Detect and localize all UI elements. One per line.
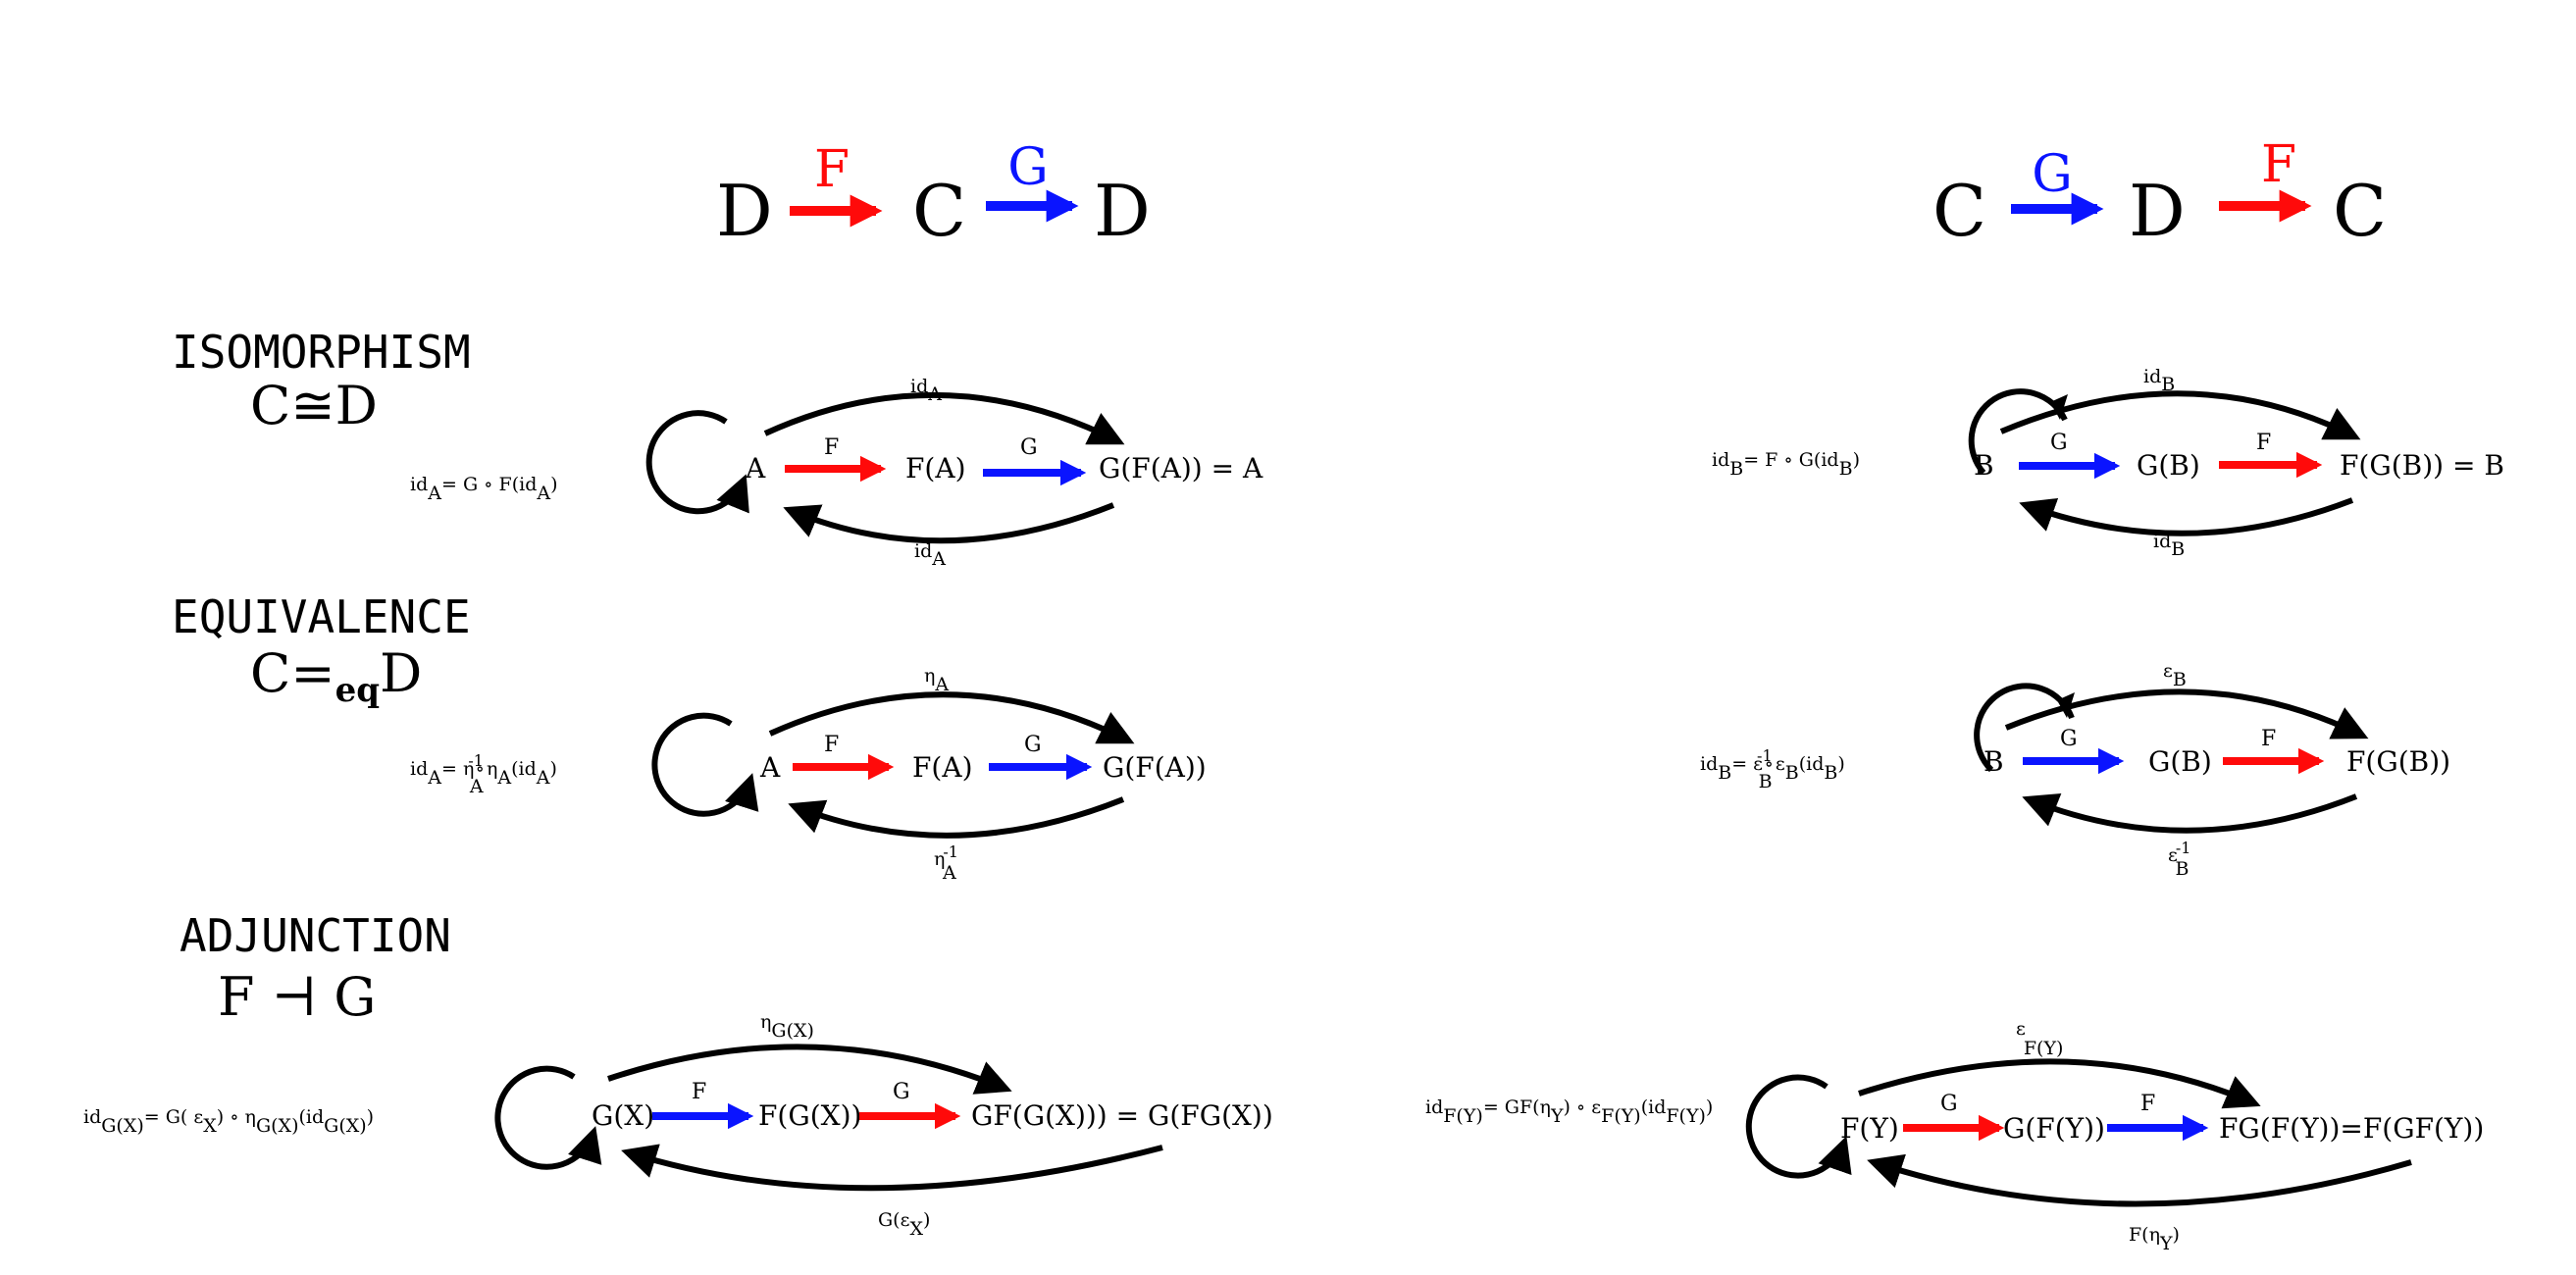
- iso-right-label-f: F: [2256, 431, 2271, 455]
- adj-right-bottom-label: F(ηY): [2129, 1224, 2180, 1254]
- iso-right-law: idB= F ∘ G(idB): [1712, 449, 1860, 480]
- eq-left-top-arc: [768, 691, 1135, 744]
- adj-right-label-f: F: [2140, 1092, 2155, 1116]
- adj-left-identity-loop: [494, 1065, 602, 1170]
- eq-right-identity-loop: [1974, 683, 2075, 773]
- iso-left-object-fa: F(A): [905, 452, 966, 484]
- iso-left-label-g: G: [1020, 435, 1038, 460]
- adj-right-object-fgfy: FG(F(Y))=F(GF(Y)): [2219, 1112, 2484, 1145]
- eq-right-top-arc: [2004, 688, 2369, 740]
- header-left-label-f: F: [814, 140, 850, 199]
- eq-left-label-f: F: [824, 733, 839, 757]
- iso-left-top-label: idA: [910, 376, 942, 405]
- equivalence-subtitle: C=eqD: [250, 642, 422, 710]
- adj-left-bottom-arc: [621, 1144, 1163, 1192]
- eq-right-label-g: G: [2060, 727, 2078, 751]
- eq-left-top-label: ηA: [924, 665, 949, 695]
- eq-left-identity-loop: [651, 712, 759, 817]
- header-left: D F C G D: [716, 138, 1151, 252]
- adj-right-identity-loop: [1745, 1074, 1852, 1179]
- eq-left-object-gfa: G(F(A)): [1103, 751, 1207, 784]
- adj-left-top-label: ηG(X): [760, 1011, 814, 1042]
- section-adjunction: ADJUNCTION F ⊣ G: [180, 909, 451, 1028]
- iso-left-object-gfa: G(F(A)) = A: [1099, 452, 1263, 484]
- iso-left-bottom-arc: [783, 502, 1115, 544]
- adj-left-object-gfgx: GF(G(X))) = G(FG(X)): [971, 1099, 1273, 1132]
- iso-left-top-arc: [763, 392, 1125, 445]
- eq-left-object-a: A: [759, 751, 781, 784]
- eq-left-bottom-arc: [788, 796, 1125, 839]
- equivalence-subtitle-right: D: [380, 642, 422, 704]
- adj-left-object-fgx: F(G(X)): [758, 1099, 861, 1132]
- adj-right-diagram: idF(Y)= GF(ηY) ∘ εF(Y)(idF(Y)) F(Y) G G(…: [1425, 1018, 2484, 1254]
- eq-left-object-fa: F(A): [912, 751, 973, 784]
- adj-left-top-arc: [607, 1044, 1012, 1095]
- adj-right-top-arc: [1858, 1058, 2261, 1109]
- eq-left-label-g: G: [1024, 733, 1042, 757]
- header-right-middle: D: [2129, 170, 2186, 252]
- iso-right-object-b: B: [1974, 449, 1994, 482]
- eq-right-object-fgb: F(G(B)): [2346, 745, 2450, 778]
- header-left-source: D: [716, 170, 773, 252]
- eq-right-top-label: εB: [2163, 660, 2187, 690]
- adj-left-object-gx: G(X): [592, 1099, 654, 1132]
- iso-right-identity-loop: [1968, 388, 2068, 475]
- adj-left-label-g: G: [893, 1080, 910, 1104]
- iso-left-bottom-label: idA: [914, 540, 946, 570]
- adj-left-bottom-label: G(εX): [878, 1209, 930, 1240]
- adjunction-title: ADJUNCTION: [180, 909, 451, 962]
- equivalence-title: EQUIVALENCE: [172, 590, 471, 643]
- header-right-label-g: G: [2032, 145, 2073, 204]
- isomorphism-subtitle: C≅D: [250, 375, 378, 436]
- adj-left-diagram: idG(X)= G( εX) ∘ ηG(X)(idG(X)) G(X) F F(…: [83, 1011, 1273, 1240]
- iso-left-label-f: F: [824, 435, 839, 460]
- iso-right-top-label: idB: [2143, 366, 2175, 395]
- isomorphism-title: ISOMORPHISM: [172, 326, 471, 379]
- iso-right-top-arc: [1999, 390, 2361, 440]
- iso-right-label-g: G: [2050, 431, 2068, 455]
- header-left-target: D: [1094, 170, 1151, 252]
- iso-right-object-gb: G(B): [2137, 449, 2200, 482]
- iso-left-identity-loop: [645, 410, 749, 515]
- section-equivalence: EQUIVALENCE C=eqD: [172, 590, 471, 710]
- adj-left-law: idG(X)= G( εX) ∘ ηG(X)(idG(X)): [83, 1106, 374, 1137]
- adj-left-label-f: F: [692, 1080, 706, 1104]
- iso-right-loop-head: [2050, 394, 2068, 420]
- eq-right-label-f: F: [2261, 727, 2276, 751]
- equivalence-subtitle-left: C=: [250, 642, 335, 704]
- eq-right-object-gb: G(B): [2148, 745, 2212, 778]
- iso-left-object-a: A: [745, 452, 766, 484]
- adj-right-object-gfy: G(F(Y)): [2003, 1112, 2105, 1145]
- adjunction-subtitle: F ⊣ G: [218, 966, 376, 1028]
- section-isomorphism: ISOMORPHISM C≅D: [172, 326, 471, 436]
- adj-right-object-fy: F(Y): [1840, 1112, 1899, 1145]
- header-right-source: C: [1932, 170, 1986, 252]
- adj-right-law: idF(Y)= GF(ηY) ∘ εF(Y)(idF(Y)): [1425, 1096, 1713, 1127]
- header-left-middle: C: [912, 170, 966, 252]
- header-left-label-g: G: [1007, 138, 1049, 197]
- iso-right-bottom-arc: [2019, 497, 2354, 536]
- eq-right-bottom-arc: [2022, 793, 2358, 834]
- adj-right-bottom-arc: [1867, 1153, 2412, 1207]
- eq-right-object-b: B: [1984, 745, 2004, 778]
- iso-right-object-fgb: F(G(B)) = B: [2340, 449, 2504, 482]
- equivalence-subtitle-eq: eq: [335, 671, 380, 710]
- iso-right-diagram: idB= F ∘ G(idB) B G G(B) F F(G(B)) = B i…: [1712, 366, 2504, 560]
- iso-right-bottom-label: idB: [2153, 531, 2185, 560]
- header-right-label-f: F: [2261, 135, 2296, 194]
- iso-left-diagram: idA= G ∘ F(idA) A F F(A) G G(F(A)) = A i…: [410, 376, 1263, 570]
- header-right-target: C: [2333, 170, 2387, 252]
- iso-left-law: idA= G ∘ F(idA): [410, 474, 558, 504]
- header-right: C G D F C: [1932, 135, 2387, 252]
- adj-right-label-g: G: [1940, 1092, 1958, 1116]
